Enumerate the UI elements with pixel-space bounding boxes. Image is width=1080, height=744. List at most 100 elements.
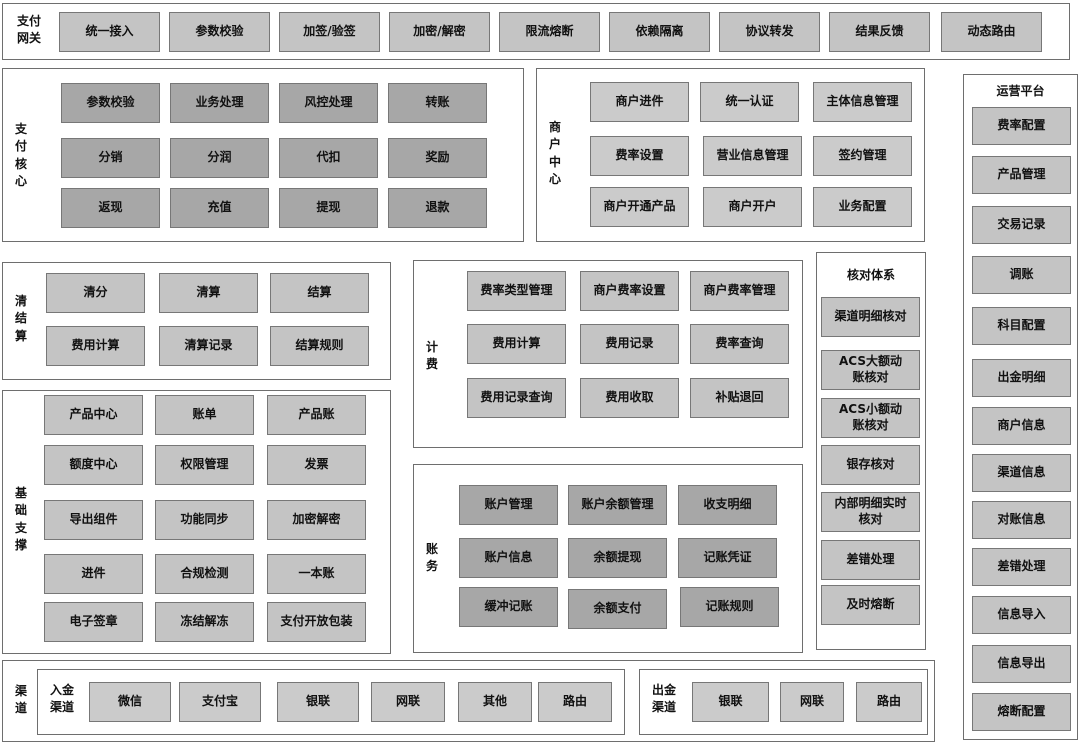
billing-item-6[interactable]: 费率查询 (690, 324, 789, 364)
base-item-1[interactable]: 产品中心 (44, 395, 143, 435)
core-item-4[interactable]: 转账 (388, 83, 487, 123)
channel-in-other[interactable]: 其他 (458, 682, 532, 722)
settlement-item-6[interactable]: 结算规则 (270, 326, 369, 366)
channel-in-route[interactable]: 路由 (538, 682, 612, 722)
base-item-7[interactable]: 导出组件 (44, 500, 143, 540)
billing-item-9[interactable]: 补贴退回 (690, 378, 789, 418)
ops-item-8[interactable]: 渠道信息 (972, 454, 1071, 492)
settlement-title: 清结算 (14, 294, 27, 343)
merchant-item-9[interactable]: 业务配置 (813, 187, 912, 227)
base-item-9[interactable]: 加密解密 (267, 500, 366, 540)
channel-in-weixin[interactable]: 微信 (89, 682, 171, 722)
account-item-1[interactable]: 账户管理 (459, 485, 558, 525)
base-item-10[interactable]: 进件 (44, 554, 143, 594)
ops-item-4[interactable]: 调账 (972, 256, 1071, 294)
account-item-3[interactable]: 收支明细 (678, 485, 777, 525)
gateway-item-1[interactable]: 统一接入 (59, 12, 160, 52)
billing-item-2[interactable]: 商户费率设置 (580, 271, 679, 311)
billing-item-5[interactable]: 费用记录 (580, 324, 679, 364)
base-item-2[interactable]: 账单 (155, 395, 254, 435)
merchant-item-4[interactable]: 费率设置 (590, 136, 689, 176)
settlement-item-4[interactable]: 费用计算 (46, 326, 145, 366)
gateway-item-8[interactable]: 结果反馈 (829, 12, 930, 52)
gateway-item-2[interactable]: 参数校验 (169, 12, 270, 52)
gateway-item-6[interactable]: 依赖隔离 (609, 12, 710, 52)
billing-item-7[interactable]: 费用记录查询 (467, 378, 566, 418)
recon-item-7[interactable]: 及时熔断 (821, 585, 920, 625)
channel-in-alipay[interactable]: 支付宝 (179, 682, 261, 722)
settlement-item-1[interactable]: 清分 (46, 273, 145, 313)
settlement-item-2[interactable]: 清算 (159, 273, 258, 313)
channel-out-netsunion[interactable]: 网联 (780, 682, 844, 722)
ops-item-2[interactable]: 产品管理 (972, 156, 1071, 194)
billing-item-1[interactable]: 费率类型管理 (467, 271, 566, 311)
recon-item-5[interactable]: 内部明细实时核对 (821, 492, 920, 532)
gateway-item-3[interactable]: 加签/验签 (279, 12, 380, 52)
base-item-15[interactable]: 支付开放包装 (267, 602, 366, 642)
recon-item-1[interactable]: 渠道明细核对 (821, 297, 920, 337)
billing-item-4[interactable]: 费用计算 (467, 324, 566, 364)
gateway-item-9[interactable]: 动态路由 (941, 12, 1042, 52)
core-item-8[interactable]: 奖励 (388, 138, 487, 178)
merchant-item-5[interactable]: 营业信息管理 (703, 136, 802, 176)
gateway-item-7[interactable]: 协议转发 (719, 12, 820, 52)
core-item-12[interactable]: 退款 (388, 188, 487, 228)
channel-out-route[interactable]: 路由 (856, 682, 922, 722)
recon-item-3[interactable]: ACS小额动账核对 (821, 398, 920, 438)
base-item-4[interactable]: 额度中心 (44, 445, 143, 485)
channel-out-unionpay[interactable]: 银联 (692, 682, 769, 722)
account-item-9[interactable]: 记账规则 (680, 587, 779, 627)
core-item-3[interactable]: 风控处理 (279, 83, 378, 123)
settlement-item-5[interactable]: 清算记录 (159, 326, 258, 366)
core-item-11[interactable]: 提现 (279, 188, 378, 228)
channel-in-netsunion[interactable]: 网联 (371, 682, 445, 722)
account-item-5[interactable]: 余额提现 (568, 538, 667, 578)
merchant-item-8[interactable]: 商户开户 (703, 187, 802, 227)
core-item-6[interactable]: 分润 (170, 138, 269, 178)
ops-item-5[interactable]: 科目配置 (972, 307, 1071, 345)
account-item-6[interactable]: 记账凭证 (678, 538, 777, 578)
base-item-6[interactable]: 发票 (267, 445, 366, 485)
core-item-1[interactable]: 参数校验 (61, 83, 160, 123)
core-item-2[interactable]: 业务处理 (170, 83, 269, 123)
ops-item-9[interactable]: 对账信息 (972, 501, 1071, 539)
ops-item-13[interactable]: 熔断配置 (972, 693, 1071, 731)
core-item-5[interactable]: 分销 (61, 138, 160, 178)
recon-item-6[interactable]: 差错处理 (821, 540, 920, 580)
ops-item-11[interactable]: 信息导入 (972, 596, 1071, 634)
merchant-item-7[interactable]: 商户开通产品 (590, 187, 689, 227)
account-item-8[interactable]: 余额支付 (568, 589, 667, 629)
gateway-item-4[interactable]: 加密/解密 (389, 12, 490, 52)
merchant-item-3[interactable]: 主体信息管理 (813, 82, 912, 122)
core-item-10[interactable]: 充值 (170, 188, 269, 228)
ops-item-6[interactable]: 出金明细 (972, 359, 1071, 397)
account-item-2[interactable]: 账户余额管理 (568, 485, 667, 525)
account-item-4[interactable]: 账户信息 (459, 538, 558, 578)
base-item-14[interactable]: 冻结解冻 (155, 602, 254, 642)
ops-item-1[interactable]: 费率配置 (972, 107, 1071, 145)
core-item-7[interactable]: 代扣 (279, 138, 378, 178)
base-item-12[interactable]: 一本账 (267, 554, 366, 594)
channel-in-unionpay[interactable]: 银联 (277, 682, 359, 722)
merchant-item-6[interactable]: 签约管理 (813, 136, 912, 176)
billing-title: 计费 (425, 340, 438, 372)
base-item-11[interactable]: 合规检测 (155, 554, 254, 594)
core-item-9[interactable]: 返现 (61, 188, 160, 228)
base-item-13[interactable]: 电子签章 (44, 602, 143, 642)
billing-item-8[interactable]: 费用收取 (580, 378, 679, 418)
recon-item-4[interactable]: 银存核对 (821, 445, 920, 485)
base-item-5[interactable]: 权限管理 (155, 445, 254, 485)
billing-item-3[interactable]: 商户费率管理 (690, 271, 789, 311)
ops-item-10[interactable]: 差错处理 (972, 548, 1071, 586)
ops-item-3[interactable]: 交易记录 (972, 206, 1071, 244)
merchant-item-2[interactable]: 统一认证 (700, 82, 799, 122)
gateway-item-5[interactable]: 限流熔断 (499, 12, 600, 52)
settlement-item-3[interactable]: 结算 (270, 273, 369, 313)
base-item-3[interactable]: 产品账 (267, 395, 366, 435)
merchant-item-1[interactable]: 商户进件 (590, 82, 689, 122)
base-item-8[interactable]: 功能同步 (155, 500, 254, 540)
ops-item-7[interactable]: 商户信息 (972, 407, 1071, 445)
account-item-7[interactable]: 缓冲记账 (459, 587, 558, 627)
recon-item-2[interactable]: ACS大额动账核对 (821, 350, 920, 390)
ops-item-12[interactable]: 信息导出 (972, 645, 1071, 683)
